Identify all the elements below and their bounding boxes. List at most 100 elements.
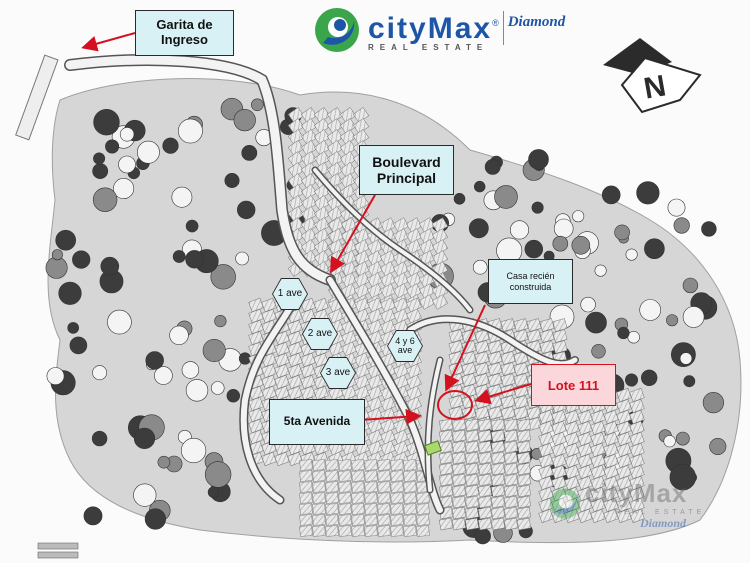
lot [448,329,464,343]
lot [287,151,305,167]
lot [287,206,305,222]
lot [390,481,404,493]
lot [513,406,529,420]
lot [300,184,318,200]
tree [669,464,696,491]
lot [299,481,313,493]
lot [503,517,519,531]
tree [185,250,204,269]
lot [338,525,352,537]
lot [326,129,344,145]
lot [438,418,454,432]
lot [474,340,490,354]
tree [224,173,240,189]
tree [614,224,630,241]
lot [629,486,645,502]
lot [338,459,352,471]
tree [701,221,717,237]
lot [312,492,326,504]
lot [526,406,542,420]
green-lot [424,440,442,456]
tree [709,437,727,455]
tree [663,435,676,448]
lot [390,470,404,482]
roads [64,54,579,515]
lot [300,195,318,211]
lot [364,492,378,504]
lot [451,440,467,454]
lot [464,517,480,531]
lot [516,440,532,454]
lot [516,517,532,531]
lot [477,473,493,487]
tree [585,311,607,334]
lot [431,294,449,310]
lot [418,294,436,310]
lot [300,173,318,189]
lot [313,297,329,313]
lot [338,514,352,526]
lot [490,429,506,443]
lot [326,140,344,156]
scale-bar [37,542,79,559]
lot [464,484,480,498]
lot [629,464,645,480]
lot [629,442,645,458]
lot [352,195,370,211]
lot [312,503,326,515]
lot [390,514,404,526]
lot [629,387,645,403]
lot [325,525,339,537]
lot [325,492,339,504]
lot [416,503,430,515]
lot [313,118,331,134]
lot [300,239,318,255]
lot [513,329,529,343]
lot [300,118,318,134]
lot [377,481,391,493]
tree [181,361,200,379]
lot [403,481,417,493]
tree [157,455,171,469]
lot [474,373,490,387]
tree [118,155,136,174]
lot [503,440,519,454]
lot [451,418,467,432]
tree [682,277,699,294]
tree [107,309,132,335]
lot [464,495,480,509]
lot [516,429,532,443]
lot [326,118,344,134]
boulevard-arrow [330,194,376,274]
lot [516,484,532,498]
lot [474,406,490,420]
tree [233,108,256,132]
boulevard-label: Boulevard Principal [359,145,454,195]
lot [338,481,352,493]
lot [377,503,391,515]
lot [516,418,532,432]
lot [312,514,326,526]
tree [181,437,207,464]
lot [474,329,490,343]
lot [352,118,370,134]
lot [500,351,516,365]
tree [241,144,258,161]
lot [403,492,417,504]
tree [675,431,690,446]
casa-label-text: Casa recién construida [506,271,555,292]
lot [351,459,365,471]
garita-label: Garita de Ingreso [135,10,234,56]
lot [629,475,645,491]
lot [325,459,339,471]
lot [325,503,339,515]
tree [55,229,76,251]
tree [204,461,232,488]
lot [313,129,331,145]
tree [51,249,63,261]
lot [477,451,493,465]
lot [287,162,305,178]
lot [287,184,305,200]
lot [539,318,555,332]
